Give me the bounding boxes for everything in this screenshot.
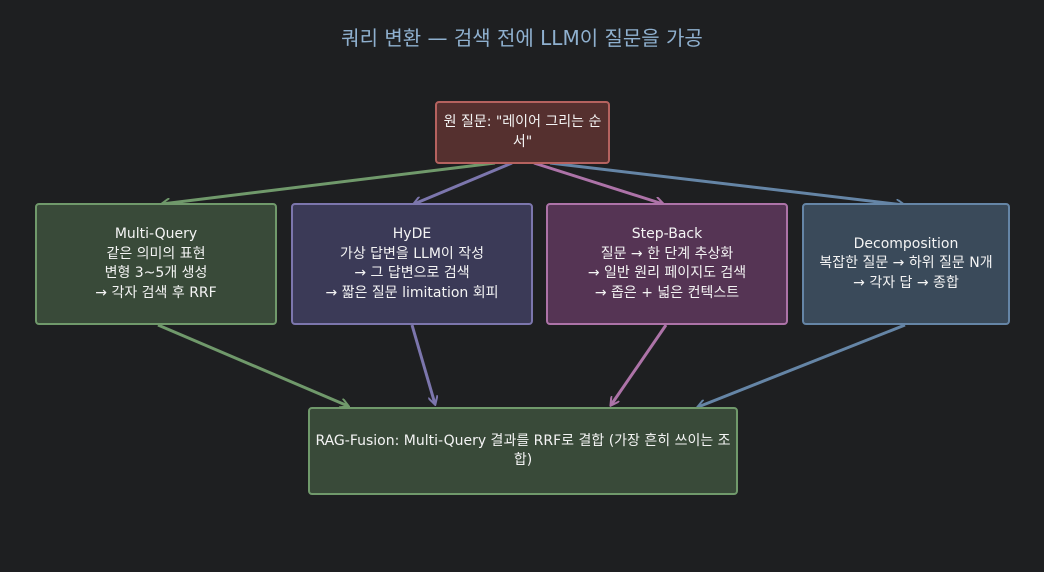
node-step-back-text: Step-Back 질문 → 한 단계 추상화 → 일반 원리 페이지도 검색 … (587, 226, 747, 301)
node-rag-fusion: RAG-Fusion: Multi-Query 결과를 RRF로 결합 (가장 … (308, 407, 738, 495)
edge-root-to-multi-query (162, 161, 496, 204)
edge-hyde-to-fusion (410, 324, 435, 404)
node-hyde: HyDE 가상 답변을 LLM이 작성 → 그 답변으로 검색 → 짧은 질문 … (291, 203, 533, 325)
edge-root-to-decomposition (549, 161, 904, 205)
edge-root-to-step-back (533, 161, 663, 204)
edge-decomposition-to-fusion (698, 323, 906, 407)
edge-step-back-to-fusion (611, 324, 668, 405)
node-decomposition: Decomposition 복잡한 질문 → 하위 질문 N개 → 각자 답 →… (802, 203, 1010, 325)
node-original-question: 원 질문: "레이어 그리는 순서" (435, 101, 610, 164)
node-multi-query-text: Multi-Query 같은 의미의 표현 변형 3~5개 생성 → 각자 검색… (95, 226, 217, 301)
node-original-question-text: 원 질문: "레이어 그리는 순서" (443, 114, 602, 150)
edge-multi-query-to-fusion (157, 323, 348, 406)
node-step-back: Step-Back 질문 → 한 단계 추상화 → 일반 원리 페이지도 검색 … (546, 203, 788, 325)
edge-root-to-hyde (414, 161, 513, 204)
node-decomposition-text: Decomposition 복잡한 질문 → 하위 질문 N개 → 각자 답 →… (819, 235, 993, 291)
node-hyde-text: HyDE 가상 답변을 LLM이 작성 → 그 답변으로 검색 → 짧은 질문 … (325, 226, 499, 301)
node-multi-query: Multi-Query 같은 의미의 표현 변형 3~5개 생성 → 각자 검색… (35, 203, 277, 325)
diagram-title: 쿼리 변환 — 검색 전에 LLM이 질문을 가공 (341, 26, 703, 50)
node-rag-fusion-text: RAG-Fusion: Multi-Query 결과를 RRF로 결합 (가장 … (315, 432, 731, 469)
